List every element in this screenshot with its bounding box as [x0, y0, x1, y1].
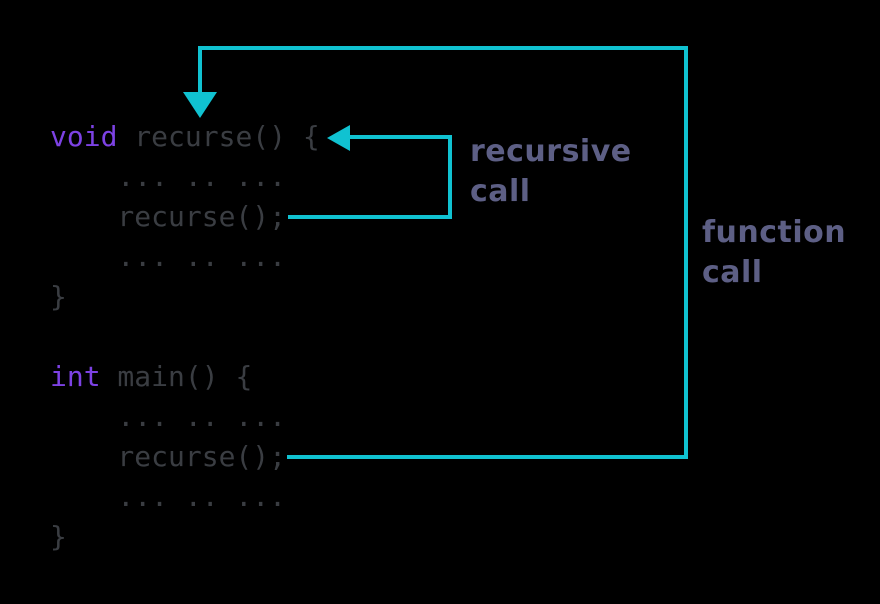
code-text: } — [50, 520, 67, 553]
code-block: void recurse() { ... .. ... recurse(); .… — [50, 117, 320, 557]
code-line: recurse(); — [50, 437, 320, 477]
code-line: ... .. ... — [50, 477, 320, 517]
code-keyword: int — [50, 360, 101, 393]
code-line: } — [50, 517, 320, 557]
code-text: recurse(); — [50, 440, 287, 473]
code-line: } — [50, 277, 320, 317]
recursive-call-line-top — [348, 135, 452, 139]
code-text: ... .. ... — [50, 240, 287, 273]
recursive-call-line-bottom — [288, 215, 452, 219]
code-line: void recurse() { — [50, 117, 320, 157]
code-line: ... .. ... — [50, 237, 320, 277]
code-text: ... .. ... — [50, 400, 287, 433]
code-text: recurse(); — [50, 200, 287, 233]
code-text: main() { — [100, 360, 253, 393]
function-call-line-drop — [198, 50, 202, 92]
function-call-line-right — [684, 46, 688, 459]
code-text: ... .. ... — [50, 160, 287, 193]
function-call-line-top — [198, 46, 688, 50]
code-line: ... .. ... — [50, 157, 320, 197]
arrow-left-icon — [327, 125, 350, 151]
code-text: recurse() { — [117, 120, 320, 153]
code-keyword: void — [50, 120, 118, 153]
function-call-line-bottom — [287, 455, 688, 459]
code-text: } — [50, 280, 67, 313]
recursive-call-line-right — [448, 135, 452, 219]
code-line: int main() { — [50, 357, 320, 397]
recursive-call-label: recursive call — [470, 134, 632, 209]
code-line: ... .. ... — [50, 397, 320, 437]
code-line: recurse(); — [50, 197, 320, 237]
code-text: ... .. ... — [50, 480, 287, 513]
function-call-label: function call — [702, 215, 847, 290]
code-line — [50, 317, 320, 357]
arrow-down-icon — [183, 92, 217, 118]
